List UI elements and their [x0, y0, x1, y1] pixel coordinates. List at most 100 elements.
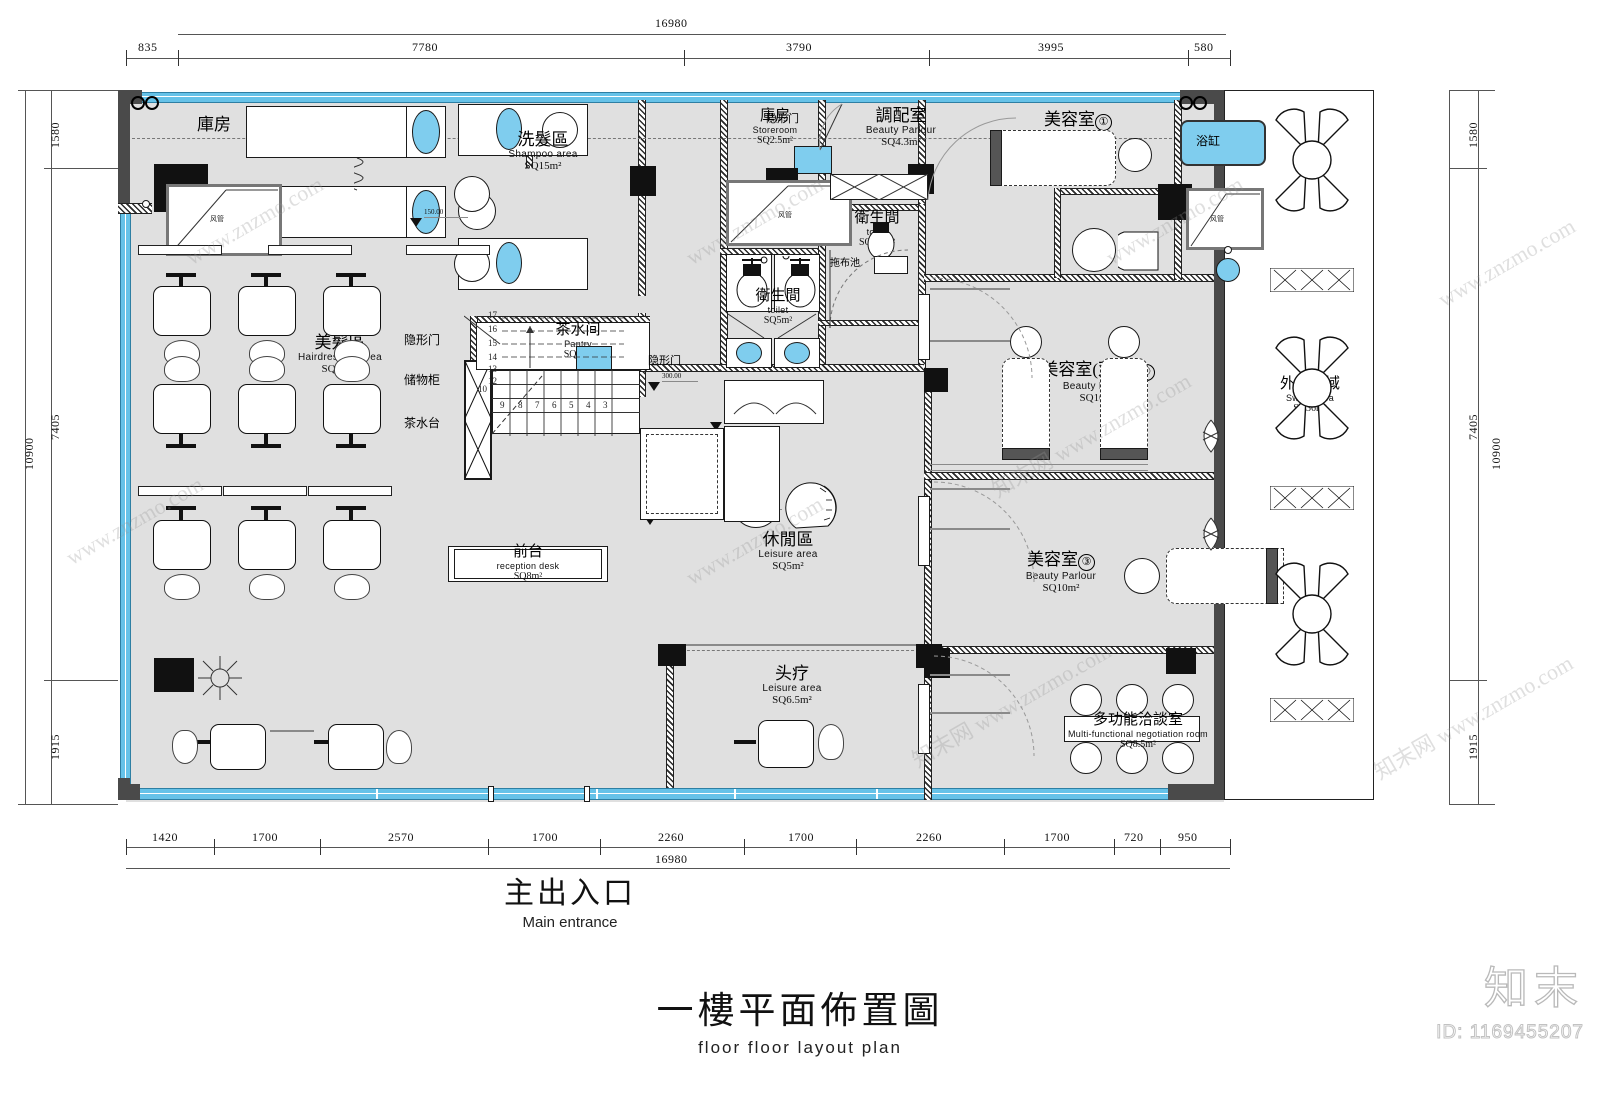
salon-mirror: [223, 486, 307, 496]
stair-number: 16: [488, 324, 497, 334]
negotiation-chair: [1116, 684, 1148, 716]
head-therapy-person: [818, 724, 844, 760]
stair-corner-line: [464, 315, 501, 345]
tea-counter-label: 茶水台: [404, 416, 441, 430]
counter-edge: [270, 730, 314, 732]
bottom-segment-value: 2260: [916, 830, 942, 844]
room-area: SQ6.5m²: [772, 694, 812, 707]
bottom-segment-value: 720: [1124, 830, 1144, 844]
outdoor-seating-cluster: [1275, 336, 1349, 440]
beauty-bed: [1100, 358, 1148, 456]
dim-tick: [178, 50, 179, 66]
interior-wall: [918, 204, 926, 370]
interior-wall: [818, 204, 924, 211]
room-name-cn: 多功能洽談室: [1092, 712, 1183, 728]
bottom-segment-value: 950: [1178, 830, 1198, 844]
bottom-segment-value: 2260: [658, 830, 684, 844]
wash-basin: [736, 342, 762, 364]
dim-tick: [856, 839, 857, 855]
drainage-symbol-icon: [1179, 96, 1207, 110]
dim-tick: [1160, 839, 1161, 855]
beauty-bed: [1166, 548, 1284, 604]
room-name-cn-text: 美容室: [1044, 110, 1095, 129]
stair-number: 15: [488, 338, 497, 348]
door-swing-arc: [819, 103, 843, 151]
stair-number: 8: [518, 400, 523, 410]
interior-wall: [924, 370, 932, 800]
hidden-door-label-3: 隐形门: [648, 355, 681, 367]
room-name-cn: 衛生間: [755, 288, 801, 304]
room-area: SQ8.5m²: [1119, 738, 1157, 750]
salon-mirror: [406, 245, 490, 255]
stair-number: 3: [603, 400, 608, 410]
interior-wall: [638, 100, 646, 296]
room-area: SQ15m²: [524, 160, 562, 173]
shampoo-basin: [412, 110, 440, 154]
interior-wall: [666, 648, 674, 788]
hidden-door-label: 隐形门: [404, 333, 441, 347]
structural-column: [630, 166, 656, 196]
dim-tick: [44, 168, 118, 169]
bottom-segment-value: 1700: [788, 830, 814, 844]
dim-tick: [1004, 839, 1005, 855]
partition-line: [928, 464, 1148, 465]
structural-column: [924, 648, 950, 678]
stair-number: 7: [535, 400, 540, 410]
room-name-cn: 調配室: [875, 106, 927, 125]
storeroom-sink: [794, 146, 832, 174]
door-swing-arc: [933, 481, 1035, 583]
dim-tick: [1449, 168, 1487, 169]
bottom-segment-value: 2570: [388, 830, 414, 844]
room-label-head-therapy: 头疗 Leisure area SQ6.5m²: [732, 664, 852, 707]
dim-tick: [126, 50, 127, 66]
room-name-en: Storeroom: [752, 124, 798, 135]
stair-number: 6: [552, 400, 557, 410]
room-name-en: Leisure area: [762, 683, 822, 695]
beauty-stool: [1118, 138, 1152, 172]
room-name-cn: 休閒區: [762, 530, 814, 549]
outdoor-planter: [1270, 268, 1354, 292]
stair-number: 9: [500, 400, 505, 410]
negotiation-chair: [1070, 684, 1102, 716]
interior-wall: [918, 100, 926, 204]
air-duct-diagonal: [1190, 193, 1260, 247]
room-name-cn: 庫房: [759, 108, 790, 124]
room-label-storeroom-mid: 庫房 Storeroom SQ2.5m²: [730, 108, 820, 146]
bathtub-label: 浴缸: [1196, 134, 1221, 148]
right-overall-value: 10900: [1489, 437, 1503, 471]
exterior-wall-right: [1214, 90, 1224, 800]
negotiation-chair: [1116, 742, 1148, 774]
beauty-headrest: [1010, 326, 1042, 358]
room-name-cn: 头疗: [775, 664, 809, 683]
head-therapy-footrest: [734, 740, 756, 744]
room-number-badge: ③: [1078, 554, 1095, 571]
left-segment-value: 1580: [48, 122, 62, 148]
duct-marker: [142, 200, 150, 208]
bottom-segment-value: 1700: [532, 830, 558, 844]
drawing-title-cn: 一樓平面佈置圖: [656, 991, 944, 1032]
room-area: SQ2.5m²: [756, 134, 794, 146]
floor-drain: [1216, 258, 1240, 282]
reception-desk-inner: [454, 549, 602, 579]
bottom-segment-value: 1700: [252, 830, 278, 844]
bottom-overall-dimline: [126, 868, 1230, 869]
structural-column: [154, 658, 194, 692]
door-swing-arc: [931, 277, 1033, 379]
salon-mirror: [308, 486, 392, 496]
right-segment-value: 1915: [1466, 734, 1480, 760]
dim-tick: [18, 90, 118, 91]
staircase: [492, 370, 640, 434]
room-label-toilet-main: 衛生間 toilet SQ5m²: [728, 288, 828, 326]
exterior-wall-bottom-right: [1168, 784, 1224, 800]
drain-marker: [1224, 246, 1232, 254]
counter-x-icon: [830, 174, 928, 200]
salon-mirror: [138, 486, 222, 496]
room-name-cn: 洗髮區: [517, 130, 569, 149]
drainage-symbol-icon: [131, 96, 159, 110]
partition-dash: [672, 650, 924, 651]
structural-column: [924, 368, 948, 392]
room-label-leisure: 休閒區 Leisure area SQ5m²: [728, 530, 848, 573]
